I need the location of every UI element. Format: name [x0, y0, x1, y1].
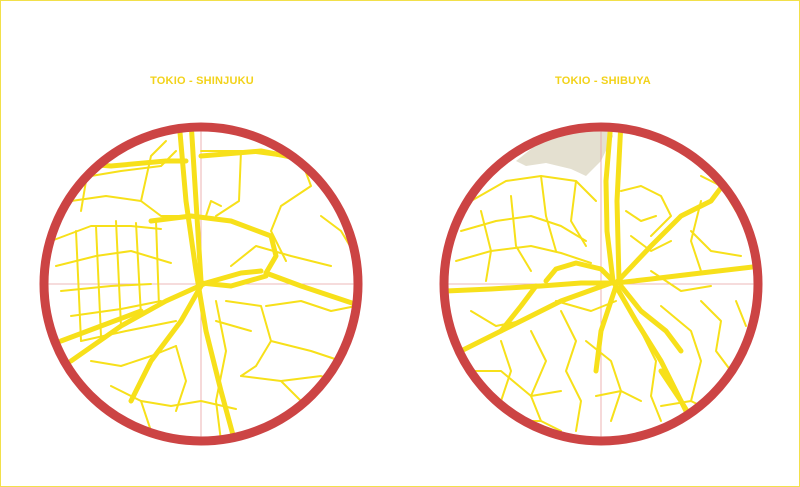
road-network-shibuya	[444, 127, 758, 441]
map-shinjuku	[39, 122, 363, 446]
map-shibuya	[439, 122, 763, 446]
park-area	[516, 127, 613, 176]
major-roads	[44, 127, 358, 441]
map-title-shinjuku: TOKIO - SHINJUKU	[150, 75, 254, 87]
map-title-shibuya: TOKIO - SHIBUYA	[555, 75, 651, 87]
road-network-shinjuku	[44, 127, 358, 441]
major-roads	[444, 127, 758, 429]
map-ring-shinjuku	[39, 122, 363, 446]
minor-streets	[50, 140, 357, 441]
map-ring-shibuya	[439, 122, 763, 446]
